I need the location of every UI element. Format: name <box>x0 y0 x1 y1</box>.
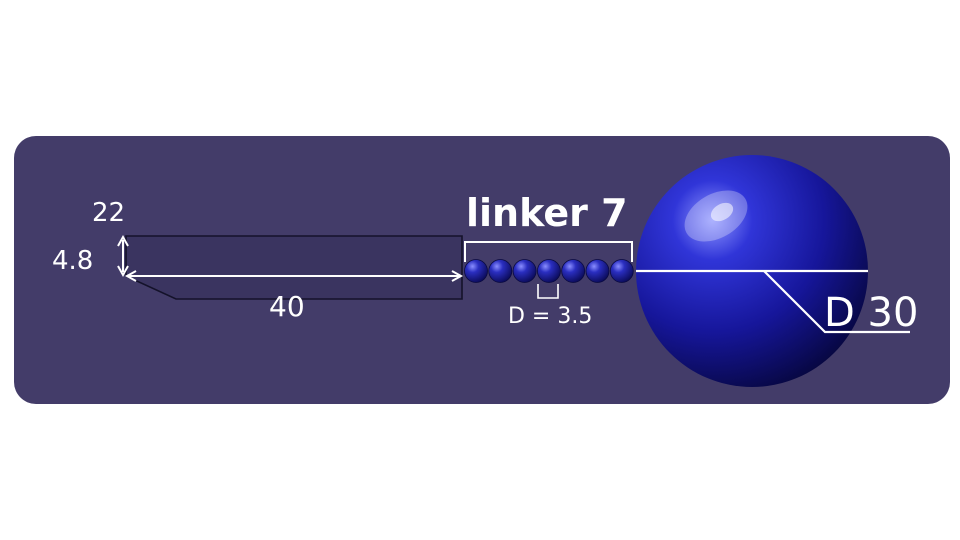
linker-bead <box>488 259 513 283</box>
linker-bead <box>561 259 586 283</box>
linker-bead <box>464 259 488 283</box>
bead-diameter-label: D = 3.5 <box>508 304 592 329</box>
length-dimension-arrow <box>124 270 464 282</box>
thickness-dimension-label: 4.8 <box>52 246 93 276</box>
linker-bead <box>537 259 561 283</box>
bead-diameter-bracket <box>537 284 559 299</box>
linker-bead <box>585 259 610 283</box>
thickness-dimension-arrow <box>117 234 129 278</box>
linker-beads <box>464 259 634 283</box>
length-dimension-label: 40 <box>269 290 305 323</box>
sphere-diameter-line <box>636 269 910 334</box>
linker-bracket <box>464 241 633 262</box>
linker-title: linker 7 <box>466 191 628 235</box>
linker-bead <box>512 259 537 283</box>
sphere-diameter-label: D 30 <box>824 290 918 336</box>
linker-bead <box>609 259 634 283</box>
width-dimension-label: 22 <box>92 198 125 228</box>
